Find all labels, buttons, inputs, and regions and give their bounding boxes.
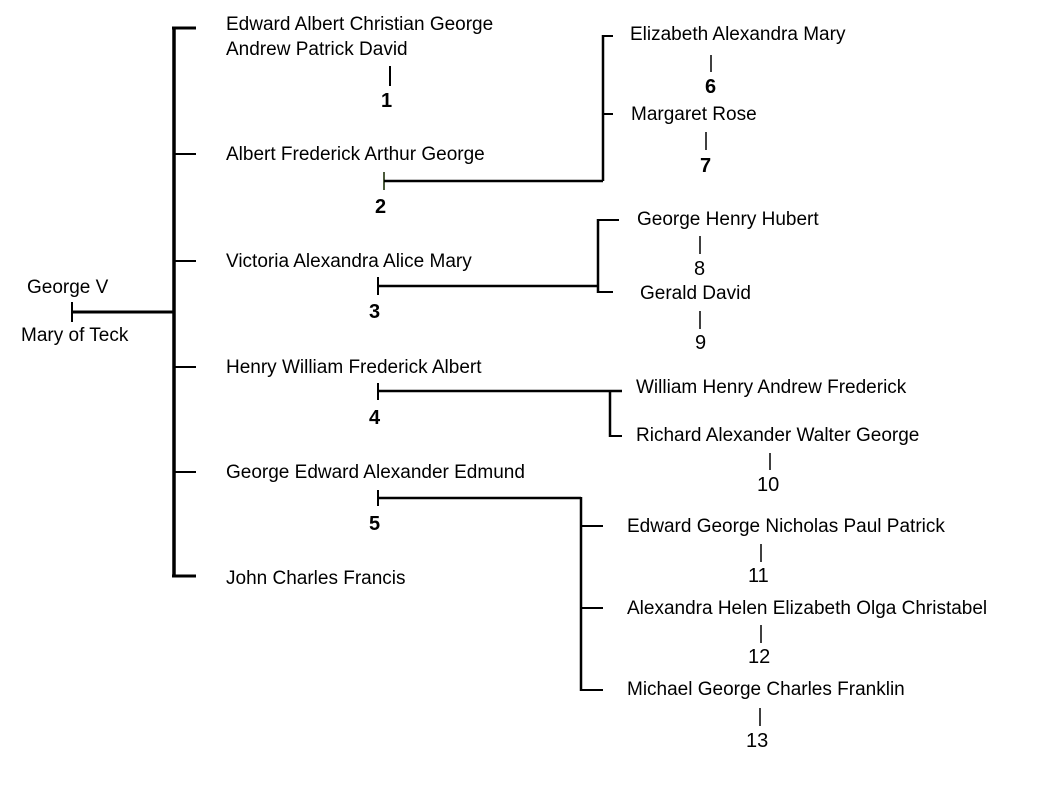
grandchild-7-name: Margaret Rose xyxy=(631,104,757,125)
child-4-name: Henry William Frederick Albert xyxy=(226,357,482,378)
child-1-name-line-2: Andrew Patrick David xyxy=(226,39,408,60)
grandchild-12-name: Alexandra Helen Elizabeth Olga Christabe… xyxy=(627,598,988,619)
grandchild-8-number: 8 xyxy=(694,258,706,280)
grandchild-8-name: George Henry Hubert xyxy=(637,209,819,230)
child-3-name: Victoria Alexandra Alice Mary xyxy=(226,251,472,272)
grandchild-6-name: Elizabeth Alexandra Mary xyxy=(630,24,846,45)
grandchild-10-name: Richard Alexander Walter George xyxy=(636,425,920,446)
grandchild-7-number: 7 xyxy=(700,155,712,177)
child-3-number: 3 xyxy=(369,301,381,323)
parent-father: George V xyxy=(27,277,109,298)
child-2-name: Albert Frederick Arthur George xyxy=(226,144,485,165)
grandchild-11-number: 11 xyxy=(748,565,769,587)
grandchild-11-name: Edward George Nicholas Paul Patrick xyxy=(627,516,945,537)
grandchild-13-name: Michael George Charles Franklin xyxy=(627,679,905,700)
child-5-name: George Edward Alexander Edmund xyxy=(226,462,525,483)
grandchild-13-number: 13 xyxy=(746,730,769,752)
grandchild-12-number: 12 xyxy=(748,646,771,668)
grandchild-9-number: 9 xyxy=(695,332,707,354)
child-2-number: 2 xyxy=(375,196,387,218)
grandchild-9-name: Gerald David xyxy=(640,283,751,304)
child-1-number: 1 xyxy=(381,90,393,112)
child-4-number: 4 xyxy=(369,407,381,429)
grandchild-william-name: William Henry Andrew Frederick xyxy=(636,377,907,398)
child-1-name-line-1: Edward Albert Christian George xyxy=(226,14,494,35)
grandchild-6-number: 6 xyxy=(705,76,717,98)
parent-mother: Mary of Teck xyxy=(21,325,129,346)
grandchild-10-number: 10 xyxy=(757,474,780,496)
child-6-name: John Charles Francis xyxy=(226,568,406,589)
child-5-number: 5 xyxy=(369,513,381,535)
